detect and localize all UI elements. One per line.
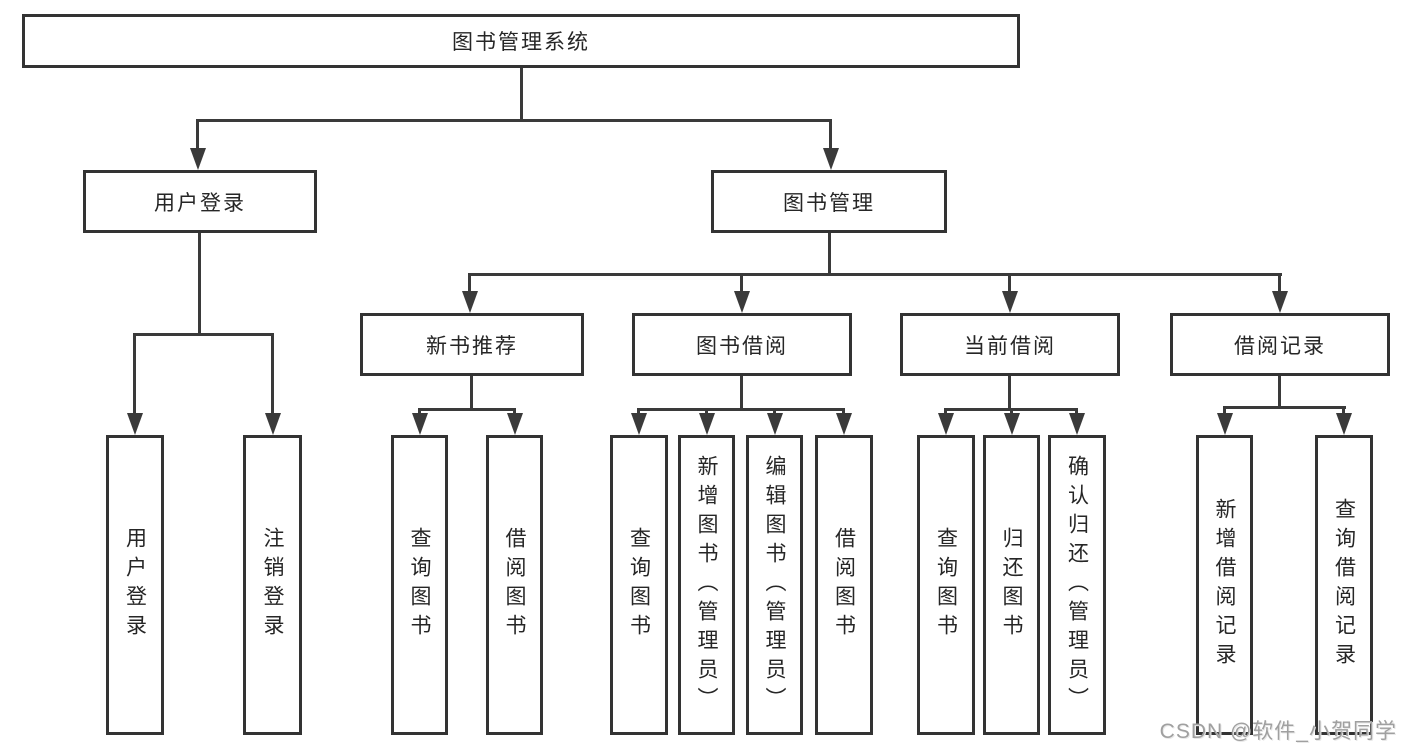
node-root-label: 图书管理系统 — [452, 31, 590, 54]
connector-book-management-bar — [469, 273, 1282, 276]
leaf-query-book-current-label: 查询图书 — [934, 527, 958, 643]
arrow-down-icon — [937, 408, 954, 435]
leaf-user-login-label: 用户登录 — [123, 527, 147, 643]
connector-borrow-record-bar — [1223, 406, 1346, 409]
leaf-edit-book-admin-label: 编辑图书（管理员） — [763, 454, 786, 716]
arrow-down-icon — [1001, 273, 1018, 313]
leaf-query-borrow-record-label: 查询借阅记录 — [1332, 498, 1356, 672]
arrow-down-icon — [506, 408, 523, 435]
connector-root-bar — [197, 119, 832, 122]
arrow-down-icon — [698, 408, 715, 435]
connector-book-borrow-bar — [637, 408, 845, 411]
leaf-borrow-book: 借阅图书 — [815, 435, 873, 735]
connector-current-borrow-stem — [1008, 374, 1011, 408]
arrow-down-icon — [822, 119, 839, 170]
leaf-confirm-return-admin-label: 确认归还（管理员） — [1065, 454, 1089, 716]
arrow-down-icon — [1216, 406, 1233, 435]
leaf-add-borrow-record: 新增借阅记录 — [1196, 435, 1253, 735]
connector-borrow-record-stem — [1278, 374, 1281, 406]
leaf-borrow-book-label: 借阅图书 — [832, 527, 856, 643]
node-current-borrow-label: 当前借阅 — [964, 334, 1056, 358]
connector-root-stem — [520, 66, 523, 119]
connector-book-management-stem — [828, 231, 831, 273]
leaf-borrow-book-recommend: 借阅图书 — [486, 435, 543, 735]
connector-new-book-stem — [470, 374, 473, 408]
leaf-return-book: 归还图书 — [983, 435, 1040, 735]
arrow-down-icon — [411, 408, 428, 435]
node-root: 图书管理系统 — [22, 14, 1020, 68]
arrow-down-icon — [1335, 406, 1352, 435]
connector-book-borrow-stem — [740, 374, 743, 408]
arrow-down-icon — [189, 119, 206, 170]
arrow-down-icon — [264, 333, 281, 435]
node-new-book-recommend-label: 新书推荐 — [426, 334, 518, 358]
arrow-down-icon — [461, 273, 478, 313]
node-book-management: 图书管理 — [711, 170, 947, 233]
csdn-watermark: CSDN @软件_小贺同学 — [1159, 720, 1397, 743]
leaf-return-book-label: 归还图书 — [1000, 527, 1023, 643]
arrow-down-icon — [1003, 408, 1020, 435]
arrow-down-icon — [1068, 408, 1085, 435]
node-book-borrow-label: 图书借阅 — [696, 334, 788, 358]
arrow-down-icon — [835, 408, 852, 435]
arrow-down-icon — [126, 333, 143, 435]
leaf-logout-label: 注销登录 — [261, 527, 284, 643]
node-user-login: 用户登录 — [83, 170, 317, 233]
leaf-add-book-admin: 新增图书（管理员） — [678, 435, 735, 735]
node-new-book-recommend: 新书推荐 — [360, 313, 584, 376]
connector-user-login-stem — [198, 231, 201, 333]
node-book-management-label: 图书管理 — [783, 191, 875, 215]
leaf-logout: 注销登录 — [243, 435, 302, 735]
leaf-add-book-admin-label: 新增图书（管理员） — [695, 454, 718, 716]
leaf-query-book-recommend-label: 查询图书 — [408, 527, 431, 643]
leaf-edit-book-admin: 编辑图书（管理员） — [746, 435, 803, 735]
leaf-user-login: 用户登录 — [106, 435, 164, 735]
leaf-borrow-book-recommend-label: 借阅图书 — [503, 527, 526, 643]
arrow-down-icon — [733, 273, 750, 313]
leaf-query-borrow-record: 查询借阅记录 — [1315, 435, 1373, 735]
node-book-borrow: 图书借阅 — [632, 313, 852, 376]
connector-new-book-bar — [418, 408, 516, 411]
arrow-down-icon — [630, 408, 647, 435]
arrow-down-icon — [766, 408, 783, 435]
leaf-query-book-borrow: 查询图书 — [610, 435, 668, 735]
connector-user-login-bar — [133, 333, 274, 336]
leaf-query-book-borrow-label: 查询图书 — [627, 527, 651, 643]
leaf-query-book-recommend: 查询图书 — [391, 435, 448, 735]
leaf-add-borrow-record-label: 新增借阅记录 — [1213, 498, 1236, 672]
node-current-borrow: 当前借阅 — [900, 313, 1120, 376]
node-user-login-label: 用户登录 — [154, 191, 246, 215]
leaf-query-book-current: 查询图书 — [917, 435, 975, 735]
arrow-down-icon — [1271, 273, 1288, 313]
node-borrow-record: 借阅记录 — [1170, 313, 1390, 376]
leaf-confirm-return-admin: 确认归还（管理员） — [1048, 435, 1106, 735]
node-borrow-record-label: 借阅记录 — [1234, 334, 1326, 358]
